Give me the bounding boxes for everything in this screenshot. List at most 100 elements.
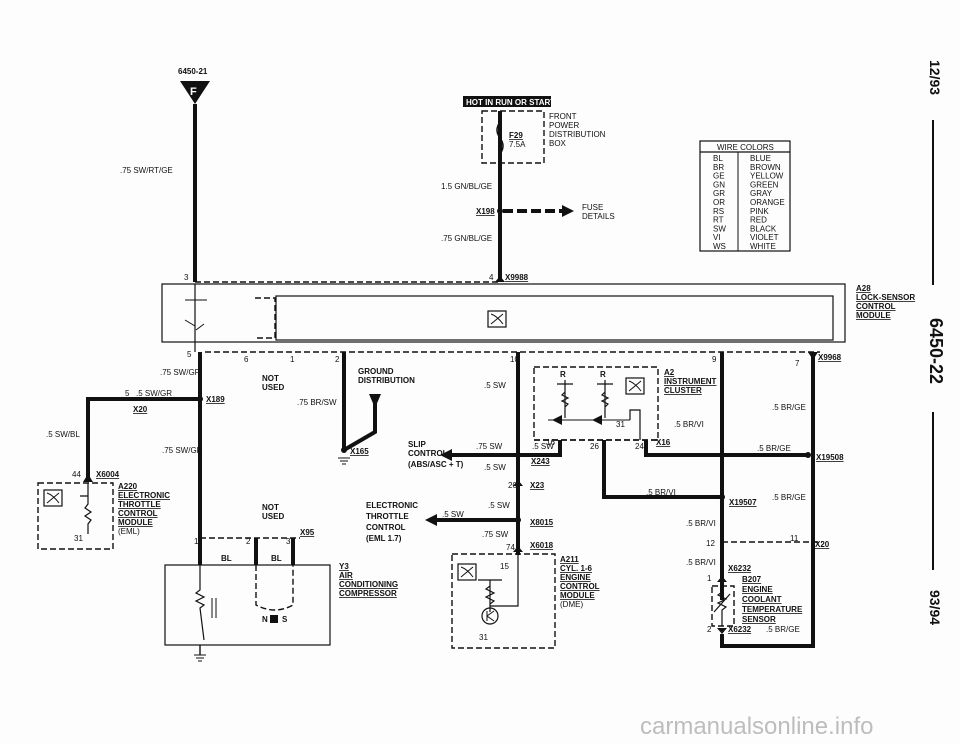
wire-label-75-sw-gr-a: .75 SW/GR [160, 368, 201, 377]
module-symbol-glyph [490, 313, 504, 325]
not-used-a-2: USED [262, 383, 284, 392]
wire-color-code: WS [713, 242, 726, 251]
pin-2: 2 [335, 355, 340, 364]
wire-color-name: WHITE [750, 242, 776, 251]
wire-colors-title: WIRE COLORS [717, 143, 774, 152]
a220-symbol-glyph [46, 492, 60, 504]
wire-color-name: PINK [750, 207, 769, 216]
etc-arrow-icon [425, 514, 437, 526]
module-switch-icon [184, 299, 207, 331]
pin-9: 9 [712, 355, 717, 364]
a2-r-a: R [560, 370, 566, 379]
a211-label-6: (DME) [560, 600, 583, 609]
a220-module-outline [37, 482, 114, 550]
b207-label-1: B207 [742, 575, 762, 584]
connector-x95: X95 [300, 528, 315, 537]
wire-label-sw-f: .5 SW [442, 510, 464, 519]
y3-label-3: CONDITIONING [339, 580, 398, 589]
wire-label-gn-bl-ge-top: 1.5 GN/BL/GE [441, 182, 492, 191]
module-label-1: A28 [856, 284, 871, 293]
a2-label-3: CLUSTER [664, 386, 702, 395]
connector-x198: X198 [476, 207, 495, 216]
pin-1-b207: 1 [707, 574, 712, 583]
wire-color-name: GREEN [750, 180, 779, 189]
fuse-details-arrow-icon [562, 205, 574, 217]
slip-3: (ABS/ASC + T) [408, 460, 464, 469]
ground-dist-arrow-icon [369, 394, 381, 408]
wire-label-5-sw-gr: .5 SW/GR [136, 389, 172, 398]
connector-x165: X165 [350, 447, 369, 456]
fuse-box-title-1: FRONT [549, 112, 577, 121]
hot-banner: HOT IN RUN OR START [466, 98, 555, 107]
a2-sw-wire [518, 440, 562, 457]
lock-sensor-inner-box [275, 295, 834, 341]
x19508-splice [805, 452, 811, 458]
a2-r-b: R [600, 370, 606, 379]
etc-4: (EML 1.7) [366, 534, 402, 543]
a211-label-2: CYL. 1-6 [560, 564, 593, 573]
a220-label-1: A220 [118, 482, 138, 491]
pin-4: 4 [489, 273, 494, 282]
a2-resistor-b-icon [597, 380, 613, 418]
wire-label-sw-d: .5 SW [484, 463, 506, 472]
connector-x19508: X19508 [816, 453, 844, 462]
x9988-terminal [495, 276, 505, 282]
wire-bl-a: BL [221, 554, 232, 563]
a2-resistor-a-icon [557, 380, 573, 418]
y3-internal-dashed [255, 565, 294, 611]
wire-color-name: ORANGE [750, 198, 785, 207]
wire-color-code: GE [713, 172, 725, 181]
ground-dist-2: DISTRIBUTION [358, 376, 415, 385]
wire-label-br-vi-c: .5 BR/VI [686, 519, 716, 528]
etc-2: THROTTLE [366, 512, 409, 521]
connector-x20-right: X20 [815, 540, 830, 549]
x165-ground-icon [338, 457, 350, 465]
wire-label-br-vi-d: .5 BR/VI [686, 558, 716, 567]
y3-ground-icon [194, 654, 206, 662]
a211-symbol-icon [457, 563, 477, 581]
a220-label-5: MODULE [118, 518, 153, 527]
wire-color-code: GN [713, 180, 725, 189]
connector-x20-left: X20 [133, 405, 148, 414]
y3-n-label: N [262, 615, 268, 624]
pin-1-x95: 1 [194, 537, 199, 546]
b207-thermistor-icon [713, 586, 731, 626]
not-used-b-2: USED [262, 512, 284, 521]
x6232-top-terminal [717, 576, 727, 582]
wire-label-gn-bl-ge-bottom: .75 GN/BL/GE [441, 234, 492, 243]
wire-label-br-ge-c: .5 BR/GE [772, 493, 806, 502]
fuse-rating: 7.5A [509, 140, 526, 149]
b207-label-5: SENSOR [742, 615, 776, 624]
watermark: carmanualsonline.info [640, 713, 873, 740]
pin-74: 74 [506, 543, 515, 552]
wire-label-75-sw-gr-b: .75 SW/GR [162, 446, 203, 455]
fuse-box-title-4: BOX [549, 139, 567, 148]
pin-5-left: 5 [125, 389, 130, 398]
wire-color-code: BR [713, 163, 724, 172]
flag-triangle-icon [180, 81, 210, 104]
wire-color-code: OR [713, 198, 725, 207]
x6004-terminal [83, 474, 93, 482]
x198-splice [497, 208, 503, 214]
pin-2-x95: 2 [246, 537, 251, 546]
pin-31-a2: 31 [616, 420, 625, 429]
b207-sensor-outline [711, 585, 735, 627]
a211-label-1: A211 [560, 555, 579, 564]
wire-color-name: BLUE [750, 154, 771, 163]
etc-1: ELECTRONIC [366, 501, 418, 510]
pin-20: 20 [508, 481, 517, 490]
y3-label-2: AIR [339, 571, 353, 580]
pin-11: 11 [790, 534, 799, 543]
a211-symbol-glyph [460, 566, 474, 578]
fuse-details-1: FUSE [582, 203, 603, 212]
pin-2-b207: 2 [707, 625, 712, 634]
a211-label-3: ENGINE [560, 573, 591, 582]
pin-24: 24 [635, 442, 644, 451]
x6232-bottom-terminal [717, 628, 727, 634]
fuse-box-title-3: DISTRIBUTION [549, 130, 606, 139]
wire-label-br-ge-b: .5 BR/GE [757, 444, 791, 453]
side-page: 6450-22 [926, 318, 946, 384]
